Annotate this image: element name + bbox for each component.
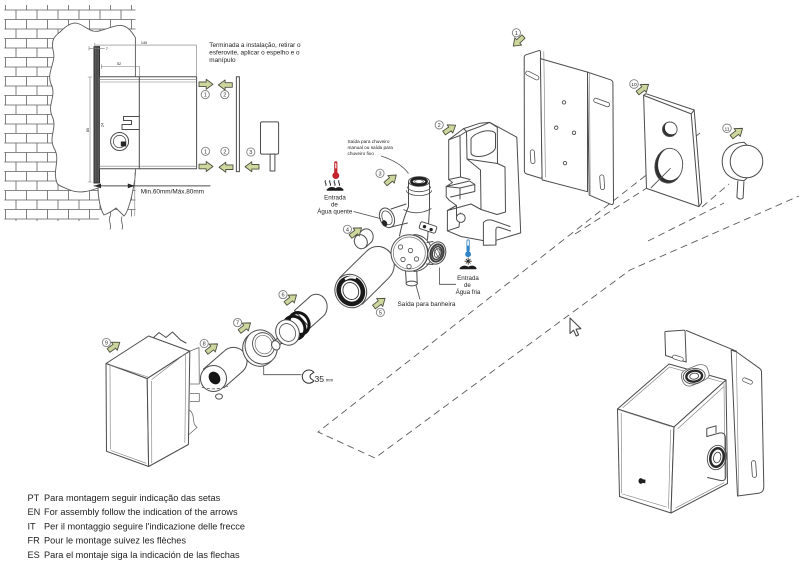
svg-text:Entrada: Entrada	[324, 194, 346, 201]
svg-text:3: 3	[378, 171, 381, 177]
svg-text:24: 24	[101, 123, 105, 127]
svg-text:Terminada a instalação, retira: Terminada a instalação, retirar o	[209, 42, 301, 49]
svg-text:Para el montaje siga la indica: Para el montaje siga la indicación de la…	[44, 550, 240, 560]
svg-text:manípulo: manípulo	[209, 57, 236, 64]
svg-text:2: 2	[223, 93, 226, 99]
svg-text:ES: ES	[28, 550, 40, 560]
svg-text:Entrada: Entrada	[457, 275, 479, 282]
svg-text:11: 11	[724, 126, 729, 132]
svg-text:de: de	[331, 201, 338, 208]
svg-text:Água quente: Água quente	[317, 209, 353, 216]
svg-text:3: 3	[249, 150, 252, 156]
svg-text:chuveiro fixo: chuveiro fixo	[348, 151, 375, 156]
svg-text:7: 7	[236, 321, 239, 327]
svg-text:PT: PT	[28, 493, 40, 503]
svg-text:4: 4	[346, 227, 349, 233]
svg-text:7: 7	[106, 47, 108, 51]
svg-text:FR: FR	[28, 536, 41, 546]
svg-text:9: 9	[105, 341, 108, 347]
svg-text:1: 1	[204, 149, 207, 155]
svg-text:Para montagem seguir indicação: Para montagem seguir indicação das setas	[44, 493, 221, 503]
svg-text:Per il montaggio seguire l'ind: Per il montaggio seguire l'indicazione d…	[44, 521, 245, 531]
svg-text:8: 8	[203, 342, 206, 348]
svg-text:IT: IT	[28, 521, 37, 531]
svg-text:1: 1	[515, 31, 518, 37]
svg-text:10: 10	[631, 82, 637, 88]
svg-text:Água fria: Água fria	[456, 289, 481, 296]
svg-text:5: 5	[379, 311, 382, 317]
svg-text:Pour le montage suivez les flè: Pour le montage suivez les flèches	[44, 536, 186, 546]
svg-text:35: 35	[315, 374, 325, 384]
svg-text:de: de	[464, 282, 471, 289]
svg-text:Saída para chuveiro: Saída para chuveiro	[348, 139, 390, 144]
svg-text:mm: mm	[326, 378, 334, 383]
svg-text:6: 6	[281, 293, 284, 299]
svg-text:1: 1	[204, 93, 207, 99]
svg-text:2: 2	[223, 149, 226, 155]
svg-text:85: 85	[86, 128, 90, 132]
svg-text:Min.60mm/Máx.80mm: Min.60mm/Máx.80mm	[141, 188, 204, 195]
svg-text:2: 2	[438, 123, 441, 129]
svg-text:EN: EN	[28, 507, 41, 517]
svg-text:Saída para banheira: Saída para banheira	[398, 301, 456, 308]
svg-text:149: 149	[141, 41, 147, 45]
svg-text:manual ou saída para: manual ou saída para	[348, 145, 394, 150]
svg-text:For assembly follow the indica: For assembly follow the indication of th…	[44, 507, 238, 517]
svg-text:52: 52	[117, 62, 121, 66]
svg-text:esferovite, aplicar o espelho: esferovite, aplicar o espelho e o	[209, 49, 300, 56]
